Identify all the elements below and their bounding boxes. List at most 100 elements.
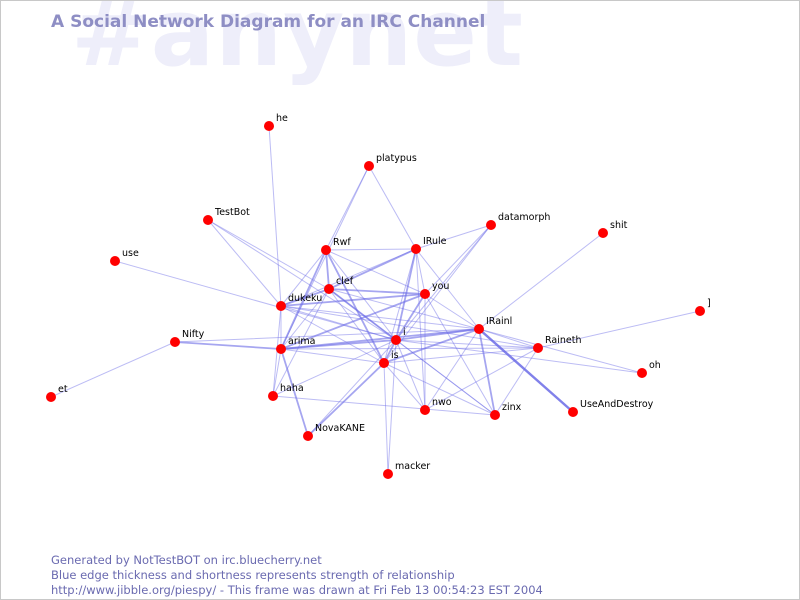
node-dot[interactable] [474, 324, 484, 334]
node-dot[interactable] [598, 228, 608, 238]
node-Rwf[interactable]: Rwf [321, 237, 351, 255]
node-dot[interactable] [276, 344, 286, 354]
node-label: haha [280, 383, 304, 394]
edge-Nifty-IRainl [174, 328, 480, 343]
node-label: platypus [376, 153, 417, 164]
node-he[interactable]: he [264, 113, 288, 131]
edge-dukeku-IRainl [280, 305, 480, 330]
node-use[interactable]: use [110, 248, 139, 266]
node-UseAndDestroy[interactable]: UseAndDestroy [568, 399, 654, 417]
node-dot[interactable] [695, 306, 705, 316]
edge-IRule-IRainl [415, 248, 480, 330]
node-label: datamorph [498, 212, 550, 223]
node-dot[interactable] [46, 392, 56, 402]
node-clef[interactable]: clef [324, 276, 354, 294]
node-dot[interactable] [568, 407, 578, 417]
edge-i-NovaKANE [307, 339, 397, 437]
edge-IRainl-oh [478, 328, 643, 374]
edge-Raineth-bracket [537, 310, 701, 349]
edge-Raineth-zinx [494, 347, 539, 416]
node-datamorph[interactable]: datamorph [486, 212, 550, 230]
node-bracket[interactable]: ] [695, 298, 711, 316]
node-Nifty[interactable]: Nifty [170, 329, 205, 347]
node-dot[interactable] [486, 220, 496, 230]
edge-i-macker [387, 339, 397, 475]
edge-Nifty-arima [174, 341, 282, 350]
node-dot[interactable] [203, 215, 213, 225]
edge-you-zinx [424, 293, 496, 416]
node-dot[interactable] [303, 431, 313, 441]
node-dot[interactable] [420, 289, 430, 299]
node-you[interactable]: you [420, 281, 449, 299]
node-dot[interactable] [637, 368, 647, 378]
edge-platypus-IRule [368, 165, 417, 250]
node-nwo[interactable]: nwo [420, 397, 452, 415]
node-arima[interactable]: arima [276, 336, 315, 354]
node-label: et [58, 384, 68, 395]
edge-IRainl-nwo [424, 328, 480, 411]
node-is[interactable]: is [379, 350, 399, 368]
node-IRule[interactable]: IRule [411, 236, 447, 254]
edge-is-nwo [383, 362, 426, 411]
edge-i-Raineth [395, 339, 539, 349]
edge-IRule-nwo [415, 248, 426, 411]
node-dot[interactable] [276, 301, 286, 311]
node-dot[interactable] [391, 335, 401, 345]
node-TestBot[interactable]: TestBot [203, 207, 250, 225]
node-dot[interactable] [420, 405, 430, 415]
node-dot[interactable] [411, 244, 421, 254]
edge-dukeku-i [280, 305, 397, 341]
edge-TestBot-clef [207, 219, 330, 290]
edge-datamorph-you [424, 224, 492, 295]
node-label: arima [288, 336, 315, 347]
edge-Rwf-i [325, 249, 397, 341]
edge-TestBot-i [207, 219, 397, 341]
node-macker[interactable]: macker [383, 461, 430, 479]
node-i[interactable]: i [391, 327, 406, 345]
edge-Nifty-et [50, 341, 176, 398]
edges-layer [50, 125, 701, 475]
edge-shit-IRainl [478, 232, 604, 330]
edge-arima-Raineth [280, 347, 539, 350]
node-label: he [276, 113, 288, 124]
node-NovaKANE[interactable]: NovaKANE [303, 423, 365, 441]
edge-IRule-dukeku [280, 248, 417, 307]
node-dot[interactable] [264, 121, 274, 131]
node-label: is [391, 350, 399, 361]
node-dot[interactable] [379, 358, 389, 368]
node-dot[interactable] [383, 469, 393, 479]
node-oh[interactable]: oh [637, 360, 661, 378]
edge-IRainl-Raineth [478, 328, 539, 349]
edge-IRule-clef [328, 248, 417, 290]
edge-IRule-you [415, 248, 426, 295]
edge-is-zinx [383, 362, 496, 416]
node-dot[interactable] [268, 391, 278, 401]
node-label: UseAndDestroy [580, 399, 654, 410]
node-shit[interactable]: shit [598, 220, 628, 238]
edge-Rwf-arima [280, 249, 327, 350]
node-dot[interactable] [364, 161, 374, 171]
node-dot[interactable] [170, 337, 180, 347]
node-IRainl[interactable]: IRainl [474, 316, 512, 334]
node-platypus[interactable]: platypus [364, 153, 417, 171]
node-et[interactable]: et [46, 384, 68, 402]
node-label: nwo [432, 397, 452, 408]
node-zinx[interactable]: zinx [490, 402, 522, 420]
edge-clef-i [328, 288, 397, 341]
edge-clef-IRainl [328, 288, 480, 330]
footer-generated-by: Generated by NotTestBOT on irc.bluecherr… [51, 553, 322, 567]
node-Raineth[interactable]: Raineth [533, 335, 581, 353]
node-dot[interactable] [490, 410, 500, 420]
node-dot[interactable] [533, 343, 543, 353]
node-dukeku[interactable]: dukeku [276, 293, 322, 311]
node-haha[interactable]: haha [268, 383, 304, 401]
node-label: i [403, 327, 406, 338]
footer-source-link[interactable]: http://www.jibble.org/piespy/ - This fra… [51, 583, 543, 597]
node-label: NovaKANE [315, 423, 365, 434]
node-label: shit [610, 220, 628, 231]
node-dot[interactable] [324, 284, 334, 294]
node-dot[interactable] [110, 256, 120, 266]
node-dot[interactable] [321, 245, 331, 255]
